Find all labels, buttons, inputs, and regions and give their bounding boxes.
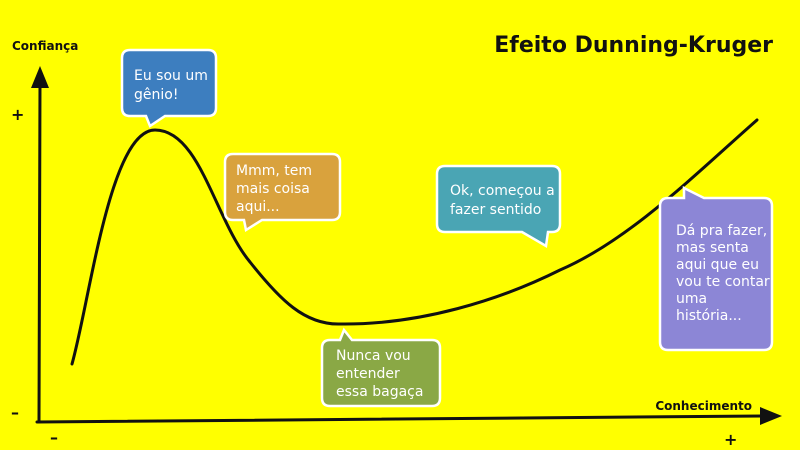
speech-bubble-slope-line-1: Ok, começou a — [450, 183, 555, 199]
speech-bubble-peak: Eu sou um gênio! — [120, 48, 218, 128]
speech-bubble-peak-text: Eu sou um gênio! — [134, 68, 212, 103]
speech-bubble-doubt-line-2: mais coisa — [236, 181, 310, 197]
speech-bubble-plateau-line-3: aqui que eu — [676, 257, 759, 273]
speech-bubble-slope-text: Ok, começou a fazer sentido — [450, 183, 559, 218]
speech-bubble-doubt-shape — [223, 152, 342, 233]
speech-bubble-peak-shape — [120, 48, 218, 128]
speech-bubble-valley-text: Nunca vou entender essa bagaça — [336, 348, 423, 400]
speech-bubble-doubt-line-1: Mmm, tem — [236, 163, 312, 179]
y-axis-line — [37, 80, 42, 424]
speech-bubble-valley-line-3: essa bagaça — [336, 384, 423, 400]
speech-bubble-plateau-line-4: vou te contar — [676, 274, 770, 290]
speech-bubble-slope: Ok, começou a fazer sentido — [435, 164, 562, 249]
speech-bubble-peak-line-2: gênio! — [134, 87, 178, 103]
speech-bubble-valley-line-1: Nunca vou — [336, 348, 411, 364]
speech-bubble-doubt: Mmm, tem mais coisa aqui... — [223, 152, 342, 233]
y-axis-high-sign: + — [11, 105, 24, 124]
speech-bubble-plateau-line-1: Dá pra fazer, — [676, 223, 767, 239]
x-axis-arrowhead — [760, 407, 782, 425]
y-axis-arrowhead — [31, 66, 49, 88]
speech-bubble-plateau-line-5: uma — [676, 291, 707, 307]
x-axis-low-sign: – — [50, 428, 58, 447]
y-axis-label: Confiança — [12, 39, 78, 53]
y-axis-low-sign: – — [11, 403, 19, 422]
speech-bubble-valley-shape — [320, 327, 442, 408]
x-axis-line — [35, 414, 764, 424]
speech-bubble-doubt-text: Mmm, tem mais coisa aqui... — [236, 163, 316, 215]
speech-bubble-plateau: Dá pra fazer, mas senta aqui que eu vou … — [658, 185, 774, 352]
x-axis-high-sign: + — [724, 430, 737, 449]
speech-bubble-plateau-line-6: história... — [676, 308, 742, 324]
speech-bubble-slope-shape — [435, 164, 562, 249]
dunning-kruger-curve — [70, 118, 759, 366]
speech-bubble-valley-line-2: entender — [336, 366, 400, 382]
x-axis-label: Conhecimento — [655, 399, 752, 413]
diagram-title: Efeito Dunning-Kruger — [494, 33, 773, 58]
axes — [31, 66, 782, 425]
speech-bubble-plateau-shape — [658, 185, 774, 352]
speech-bubble-doubt-line-3: aqui... — [236, 199, 280, 215]
speech-bubble-plateau-line-2: mas senta — [676, 240, 749, 256]
speech-bubble-plateau-text: Dá pra fazer, mas senta aqui que eu vou … — [676, 223, 774, 324]
speech-bubble-valley: Nunca vou entender essa bagaça — [320, 327, 442, 408]
speech-bubble-peak-line-1: Eu sou um — [134, 68, 208, 84]
speech-bubble-slope-line-2: fazer sentido — [450, 202, 541, 218]
